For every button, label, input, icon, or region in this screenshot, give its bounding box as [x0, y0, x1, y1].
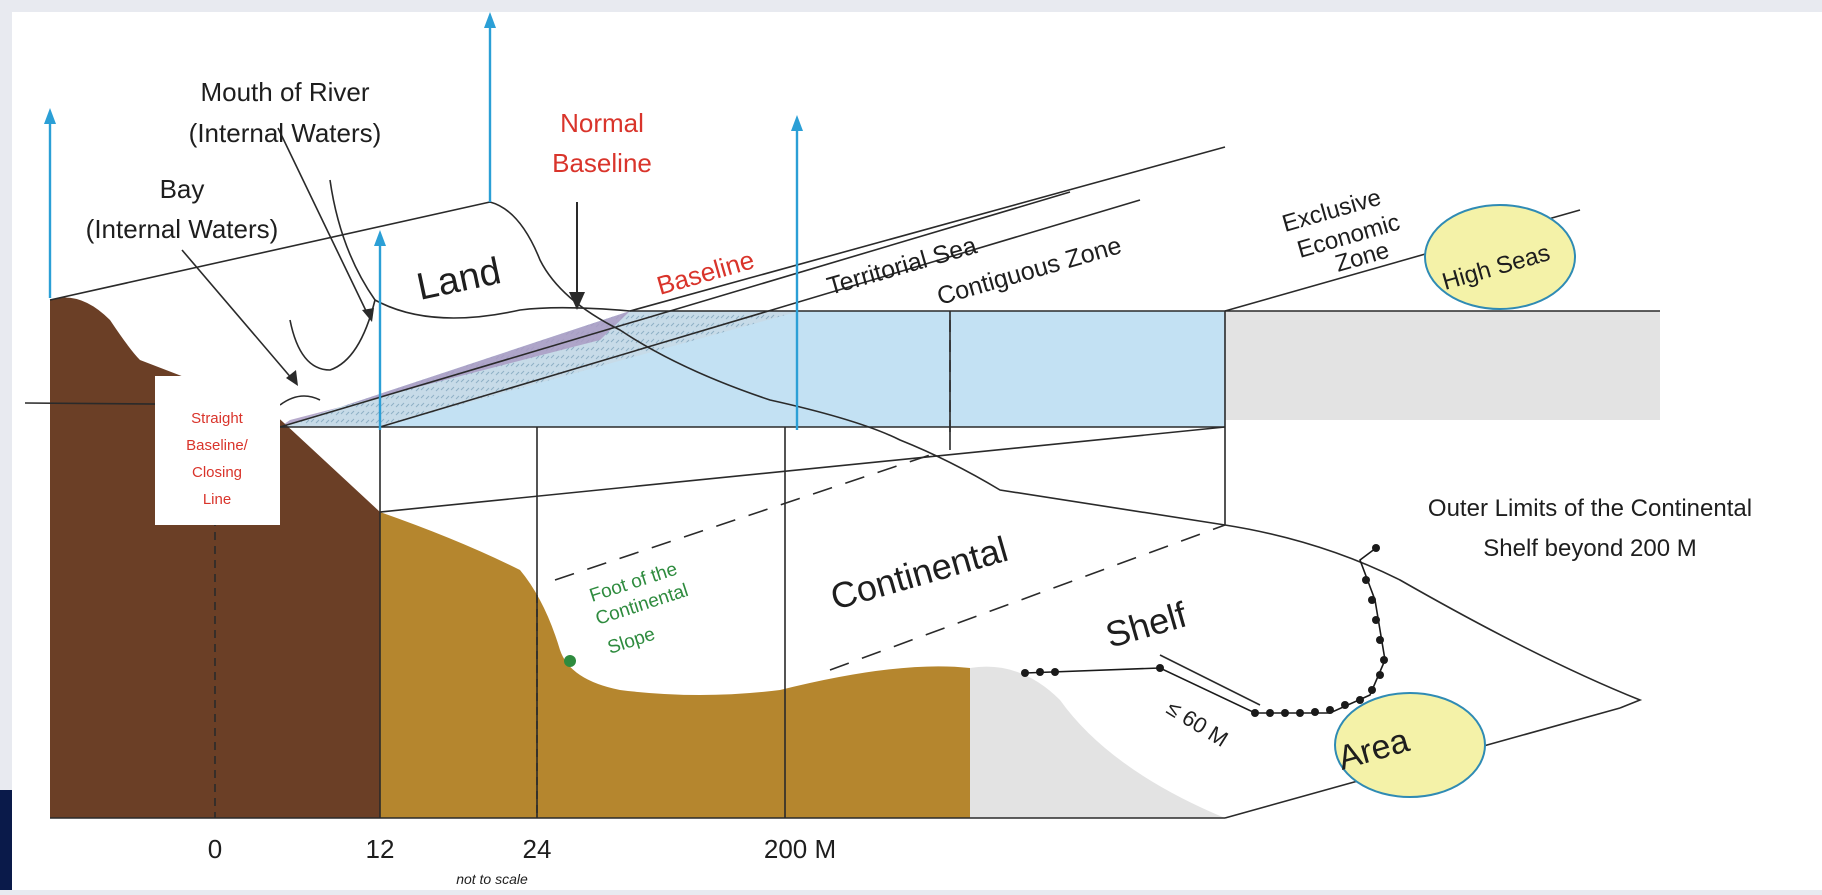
- straight-baseline-label-2: Baseline/: [186, 437, 249, 454]
- zone-arrows: [44, 12, 803, 430]
- straight-baseline-label-4: Line: [203, 491, 231, 508]
- straight-baseline-box: [155, 376, 280, 525]
- eez-water: [280, 311, 1225, 427]
- area-highlight: [1334, 692, 1486, 798]
- tick-12: 12: [366, 834, 395, 864]
- scale-note: not to scale: [456, 871, 528, 887]
- mouth-of-river-label-1: Mouth of River: [200, 77, 369, 107]
- land-dark: [50, 297, 380, 818]
- internal-waters: [280, 311, 630, 427]
- outer-limits-dots: [1021, 544, 1388, 717]
- pointer-lines: [181, 127, 585, 386]
- deep-seabed: [970, 666, 1225, 818]
- outer-limits-label-1: Outer Limits of the Continental: [1428, 495, 1752, 522]
- tick-0: 0: [208, 834, 222, 864]
- foot-of-slope-point: [564, 655, 576, 667]
- straight-baseline-label-1: Straight: [191, 410, 244, 427]
- continental-shelf-land: [380, 512, 970, 818]
- high-seas-water: [1225, 311, 1660, 420]
- tick-24: 24: [523, 834, 552, 864]
- normal-baseline-label-1: Normal: [560, 108, 644, 138]
- normal-baseline-label-2: Baseline: [552, 148, 652, 178]
- tick-200m: 200 M: [764, 834, 836, 864]
- left-edge-bar: [0, 790, 12, 890]
- mouth-of-river-label-2: (Internal Waters): [189, 118, 382, 148]
- outer-limits-line: [1024, 547, 1386, 714]
- bay-label-2: (Internal Waters): [86, 214, 279, 244]
- bay-label-1: Bay: [160, 174, 205, 204]
- straight-baseline-label-3: Closing: [192, 464, 242, 481]
- high-seas-highlight: [1424, 204, 1576, 310]
- outer-limits-label-2: Shelf beyond 200 M: [1483, 535, 1696, 562]
